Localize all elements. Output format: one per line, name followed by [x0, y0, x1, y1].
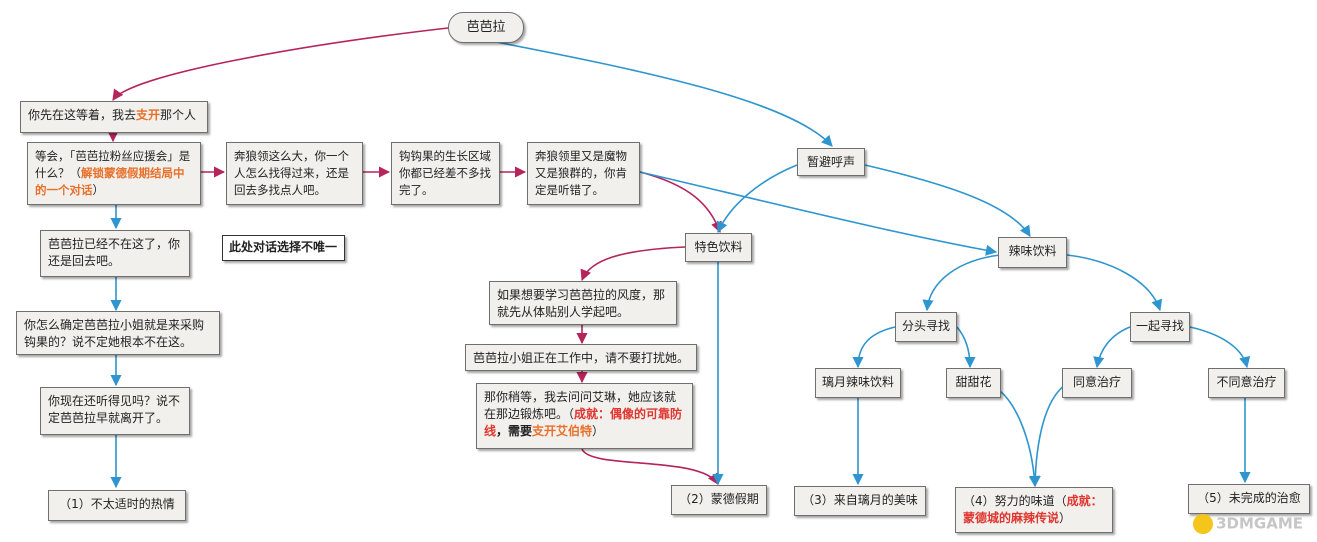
edge-together-disagree: [1189, 326, 1251, 369]
node-not-here: 芭芭拉已经不在这了，你还是回去吧。: [40, 230, 190, 277]
edge-split-liyue: [852, 326, 896, 369]
edge-root-n1: [112, 27, 449, 101]
node-liyue-drink: 璃月辣味饮料: [815, 368, 901, 398]
note-choice-not-unique: 此处对话选择不唯一: [222, 235, 345, 261]
ending-4: （4）努力的味道（成就：蒙德城的麻辣传说）: [955, 487, 1113, 533]
edge-sweet-end4: [989, 384, 1040, 488]
ending-4-achievement: 成就：蒙德城的麻辣传说: [963, 494, 1103, 525]
node-stay-here-b: 那个人: [160, 108, 197, 122]
node-sweet-flower: 甜甜花: [946, 368, 1001, 398]
edge-tempavoid-spicy: [864, 164, 1031, 237]
mascot-icon: [1193, 514, 1214, 534]
ending-1: （1）不太适时的热情: [48, 490, 186, 521]
root-node: 芭芭拉: [448, 12, 524, 43]
node-wolf-land-big: 奔狼领这么大，你一个人怎么找得过来，还是回去多找点人吧。: [226, 142, 363, 205]
node-fan-club-a: 等会，「芭芭拉粉丝应援会」是什么？（: [35, 149, 191, 180]
watermark-logo: 3DMGAME: [1193, 514, 1303, 534]
node-spicy-drink: 辣味饮料: [998, 237, 1067, 268]
node-monsters: 奔狼领里又是魔物又是狼群的，你肯定是听错了。: [527, 142, 640, 205]
watermark-text: 3DMGAME: [1216, 514, 1303, 533]
edge-m3-end2: [581, 448, 719, 485]
edge-tempavoid-special: [716, 164, 798, 234]
node-ask-irene: 那你稍等，我去问问艾琳，她应该就在那边锻炼吧。（成就：偶像的可靠防线，需要支开艾…: [476, 383, 693, 449]
node-hook-fruit: 钩钩果的生长区域你都已经差不多找完了。: [391, 142, 500, 205]
node-ask-irene-achievement: 成就：偶像的可靠防线: [484, 407, 683, 438]
ending-3: （3）来自璃月的美味: [794, 486, 926, 516]
node-fan-club-b: ）: [92, 183, 105, 197]
ending-2: （2）蒙德假期: [671, 485, 767, 515]
edge-agree-end4: [1029, 384, 1066, 488]
edge-split-sweet: [956, 326, 976, 369]
node-ask-irene-c: ）: [592, 424, 605, 438]
node-together-search: 一起寻找: [1130, 312, 1190, 342]
edge-spicy-split: [922, 254, 1001, 312]
node-agree-heal: 同意治疗: [1062, 368, 1132, 398]
edge-root-tempavoid: [485, 39, 833, 147]
ending-5: （5）未完成的治愈: [1188, 484, 1310, 514]
ending-4-a: （4）努力的味道（: [963, 494, 1067, 508]
node-working: 芭芭拉小姐正在工作中，请不要打扰她。: [465, 344, 697, 371]
node-how-sure: 你怎么确定芭芭拉小姐就是来采购钩果的？说不定她根本不在这。: [16, 311, 220, 355]
node-can-hear: 你现在还听得见吗？说不定芭芭拉早就离开了。: [40, 387, 190, 435]
node-learn-style: 如果想要学习芭芭拉的风度，那就先从体贴别人学起吧。: [489, 281, 677, 325]
node-disagree-heal: 不同意治疗: [1208, 368, 1285, 398]
edge-n5-spicy: [639, 171, 998, 256]
node-temp-avoid: 暂避呼声: [797, 148, 865, 176]
node-stay-here: 你先在这等着，我去支开那个人: [20, 101, 208, 133]
node-ask-irene-a: 那你稍等，我去问问艾琳，她应该就在那边锻炼吧。（: [484, 390, 677, 421]
node-fan-club: 等会，「芭芭拉粉丝应援会」是什么？（解锁蒙德假期结局中的一个对话）: [27, 142, 201, 205]
node-fan-club-hl: 解锁蒙德假期结局中的一个对话: [35, 166, 185, 197]
edge-special-m1: [580, 246, 686, 282]
edge-together-agree: [1093, 326, 1131, 369]
node-ask-irene-hl: 支开艾伯特: [532, 424, 593, 438]
edge-spicy-together: [1066, 254, 1163, 312]
ending-4-b: ）: [1059, 511, 1072, 525]
node-special-drink: 特色饮料: [685, 233, 752, 262]
node-stay-here-hl: 支开: [136, 108, 161, 122]
node-split-search: 分头寻找: [895, 312, 957, 342]
node-stay-here-a: 你先在这等着，我去: [28, 108, 137, 122]
edge-n5-special: [639, 171, 722, 234]
node-ask-irene-b: ，需要: [496, 424, 533, 438]
